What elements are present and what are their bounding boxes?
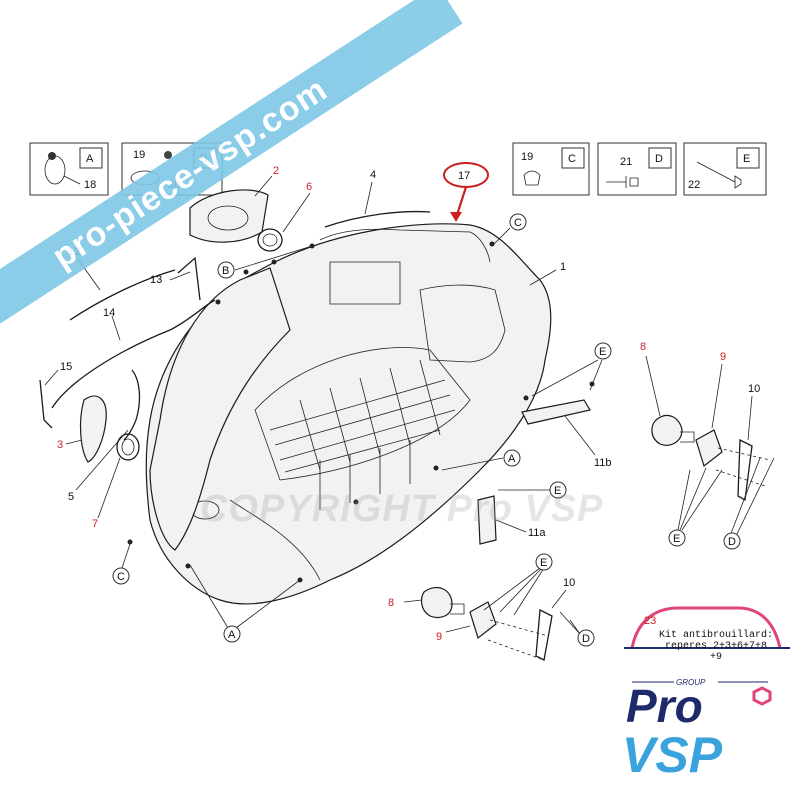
fog-surround-opening bbox=[207, 205, 249, 231]
kit-note: Kit antibrouillard: reperes 2+3+6+7+8 +9 bbox=[642, 630, 790, 663]
part-3-bezel bbox=[79, 395, 107, 463]
part-11b-bracket bbox=[521, 399, 591, 425]
label-7: 7 bbox=[92, 518, 98, 530]
legend-part-19: 19 bbox=[133, 149, 145, 161]
legend-letter-e: E bbox=[743, 153, 750, 165]
legend-part-22: 22 bbox=[688, 179, 700, 191]
label-8b: 8 bbox=[388, 597, 394, 609]
callout-d2: D bbox=[582, 633, 590, 645]
callout-a1: A bbox=[508, 453, 516, 465]
label-14: 14 bbox=[103, 307, 115, 319]
legend-letter-c: C bbox=[568, 153, 576, 165]
label-5: 5 bbox=[68, 491, 74, 503]
legend-part-18: 18 bbox=[84, 179, 96, 191]
label-6: 6 bbox=[306, 181, 312, 193]
label-9a: 9 bbox=[720, 351, 726, 363]
label-10b: 10 bbox=[563, 577, 575, 589]
part-9-holder-upper bbox=[695, 429, 723, 468]
label-11a: 11a bbox=[528, 527, 546, 539]
arrow-head-17 bbox=[450, 212, 462, 222]
part-6-lens bbox=[262, 233, 278, 247]
label-9b: 9 bbox=[436, 631, 442, 643]
callout-c2: C bbox=[117, 571, 125, 583]
left-side-panel bbox=[149, 267, 291, 551]
label-10a: 10 bbox=[748, 383, 760, 395]
part-8-lamp-lower bbox=[420, 587, 453, 619]
callout-e2: E bbox=[554, 485, 561, 497]
label-3: 3 bbox=[57, 439, 63, 451]
right-duct bbox=[419, 284, 506, 363]
rivet-icon bbox=[696, 161, 742, 189]
upper-grille-opening bbox=[329, 261, 401, 305]
car-outline-icon bbox=[630, 606, 782, 649]
label-17: 17 bbox=[458, 170, 470, 182]
callout-c1: C bbox=[514, 217, 522, 229]
label-11b: 11b bbox=[594, 457, 612, 469]
pro-vsp-logo: 23 GROUP Pro VSP bbox=[622, 606, 790, 783]
part-9-holder-lower bbox=[469, 601, 497, 640]
legend-box-a: A 18 bbox=[29, 142, 109, 196]
label-8a: 8 bbox=[640, 341, 646, 353]
part-10-strip-lower bbox=[535, 608, 553, 661]
fastener-markers bbox=[127, 241, 595, 583]
legend-box-d: D 21 bbox=[597, 142, 677, 196]
callout-e3: E bbox=[673, 533, 680, 545]
part-7-lens bbox=[121, 438, 135, 456]
fog-assembly-upper: 8 9 10 bbox=[640, 341, 771, 502]
clip-head-icon bbox=[48, 152, 56, 160]
label-2: 2 bbox=[273, 165, 279, 177]
logo-group: GROUP bbox=[676, 678, 706, 687]
legend-part-21: 21 bbox=[620, 156, 632, 168]
fog-assembly-lower: 8 9 10 bbox=[388, 577, 575, 661]
callout-a2: A bbox=[228, 629, 236, 641]
label-1: 1 bbox=[560, 261, 566, 273]
part-4-strip bbox=[324, 210, 431, 228]
legend-part-19c: 19 bbox=[521, 151, 533, 163]
part-6-fog-lamp bbox=[257, 228, 283, 252]
part-13-bracket bbox=[177, 256, 201, 301]
part-11a-bracket bbox=[477, 495, 497, 545]
legend-letter-d: D bbox=[655, 153, 663, 165]
kit-note-line3: +9 bbox=[709, 652, 722, 663]
kit-number: 23 bbox=[644, 615, 656, 627]
kit-note-line1: Kit antibrouillard: bbox=[658, 630, 774, 641]
part-7-fog-lamp bbox=[116, 433, 140, 461]
hex-nut-icon bbox=[752, 686, 772, 706]
logo-vsp: VSP bbox=[622, 727, 723, 783]
bolt-icon bbox=[606, 176, 639, 188]
lower-grille bbox=[254, 347, 471, 481]
nut-icon bbox=[523, 170, 541, 186]
part-5-trim bbox=[123, 369, 141, 441]
kit-note-line2: reperes 2+3+6+7+8 bbox=[664, 641, 768, 652]
part-2-fog-surround bbox=[189, 189, 269, 243]
callout-d1: D bbox=[728, 536, 736, 548]
logo-pro: Pro bbox=[626, 680, 703, 732]
callout-e4: E bbox=[540, 557, 547, 569]
part-12-strip bbox=[69, 269, 176, 321]
legend-box-c: C 19 bbox=[512, 142, 590, 196]
label-13: 13 bbox=[150, 274, 162, 286]
copyright-watermark: COPYRIGHT Pro VSP bbox=[200, 488, 604, 530]
part-14-strip bbox=[51, 299, 216, 409]
callouts: A A B C C D D E E bbox=[112, 213, 775, 647]
part-10-strip-upper bbox=[737, 438, 753, 502]
label-15: 15 bbox=[60, 361, 72, 373]
legend-box-e: E 22 bbox=[683, 142, 767, 196]
label-4: 4 bbox=[370, 169, 376, 181]
part-15-trim bbox=[39, 379, 53, 429]
part-8-lamp-upper bbox=[651, 415, 683, 446]
grille-mesh bbox=[269, 359, 456, 473]
legend-letter-a: A bbox=[86, 153, 94, 165]
callout-e1: E bbox=[599, 346, 606, 358]
callout-b1: B bbox=[222, 265, 229, 277]
